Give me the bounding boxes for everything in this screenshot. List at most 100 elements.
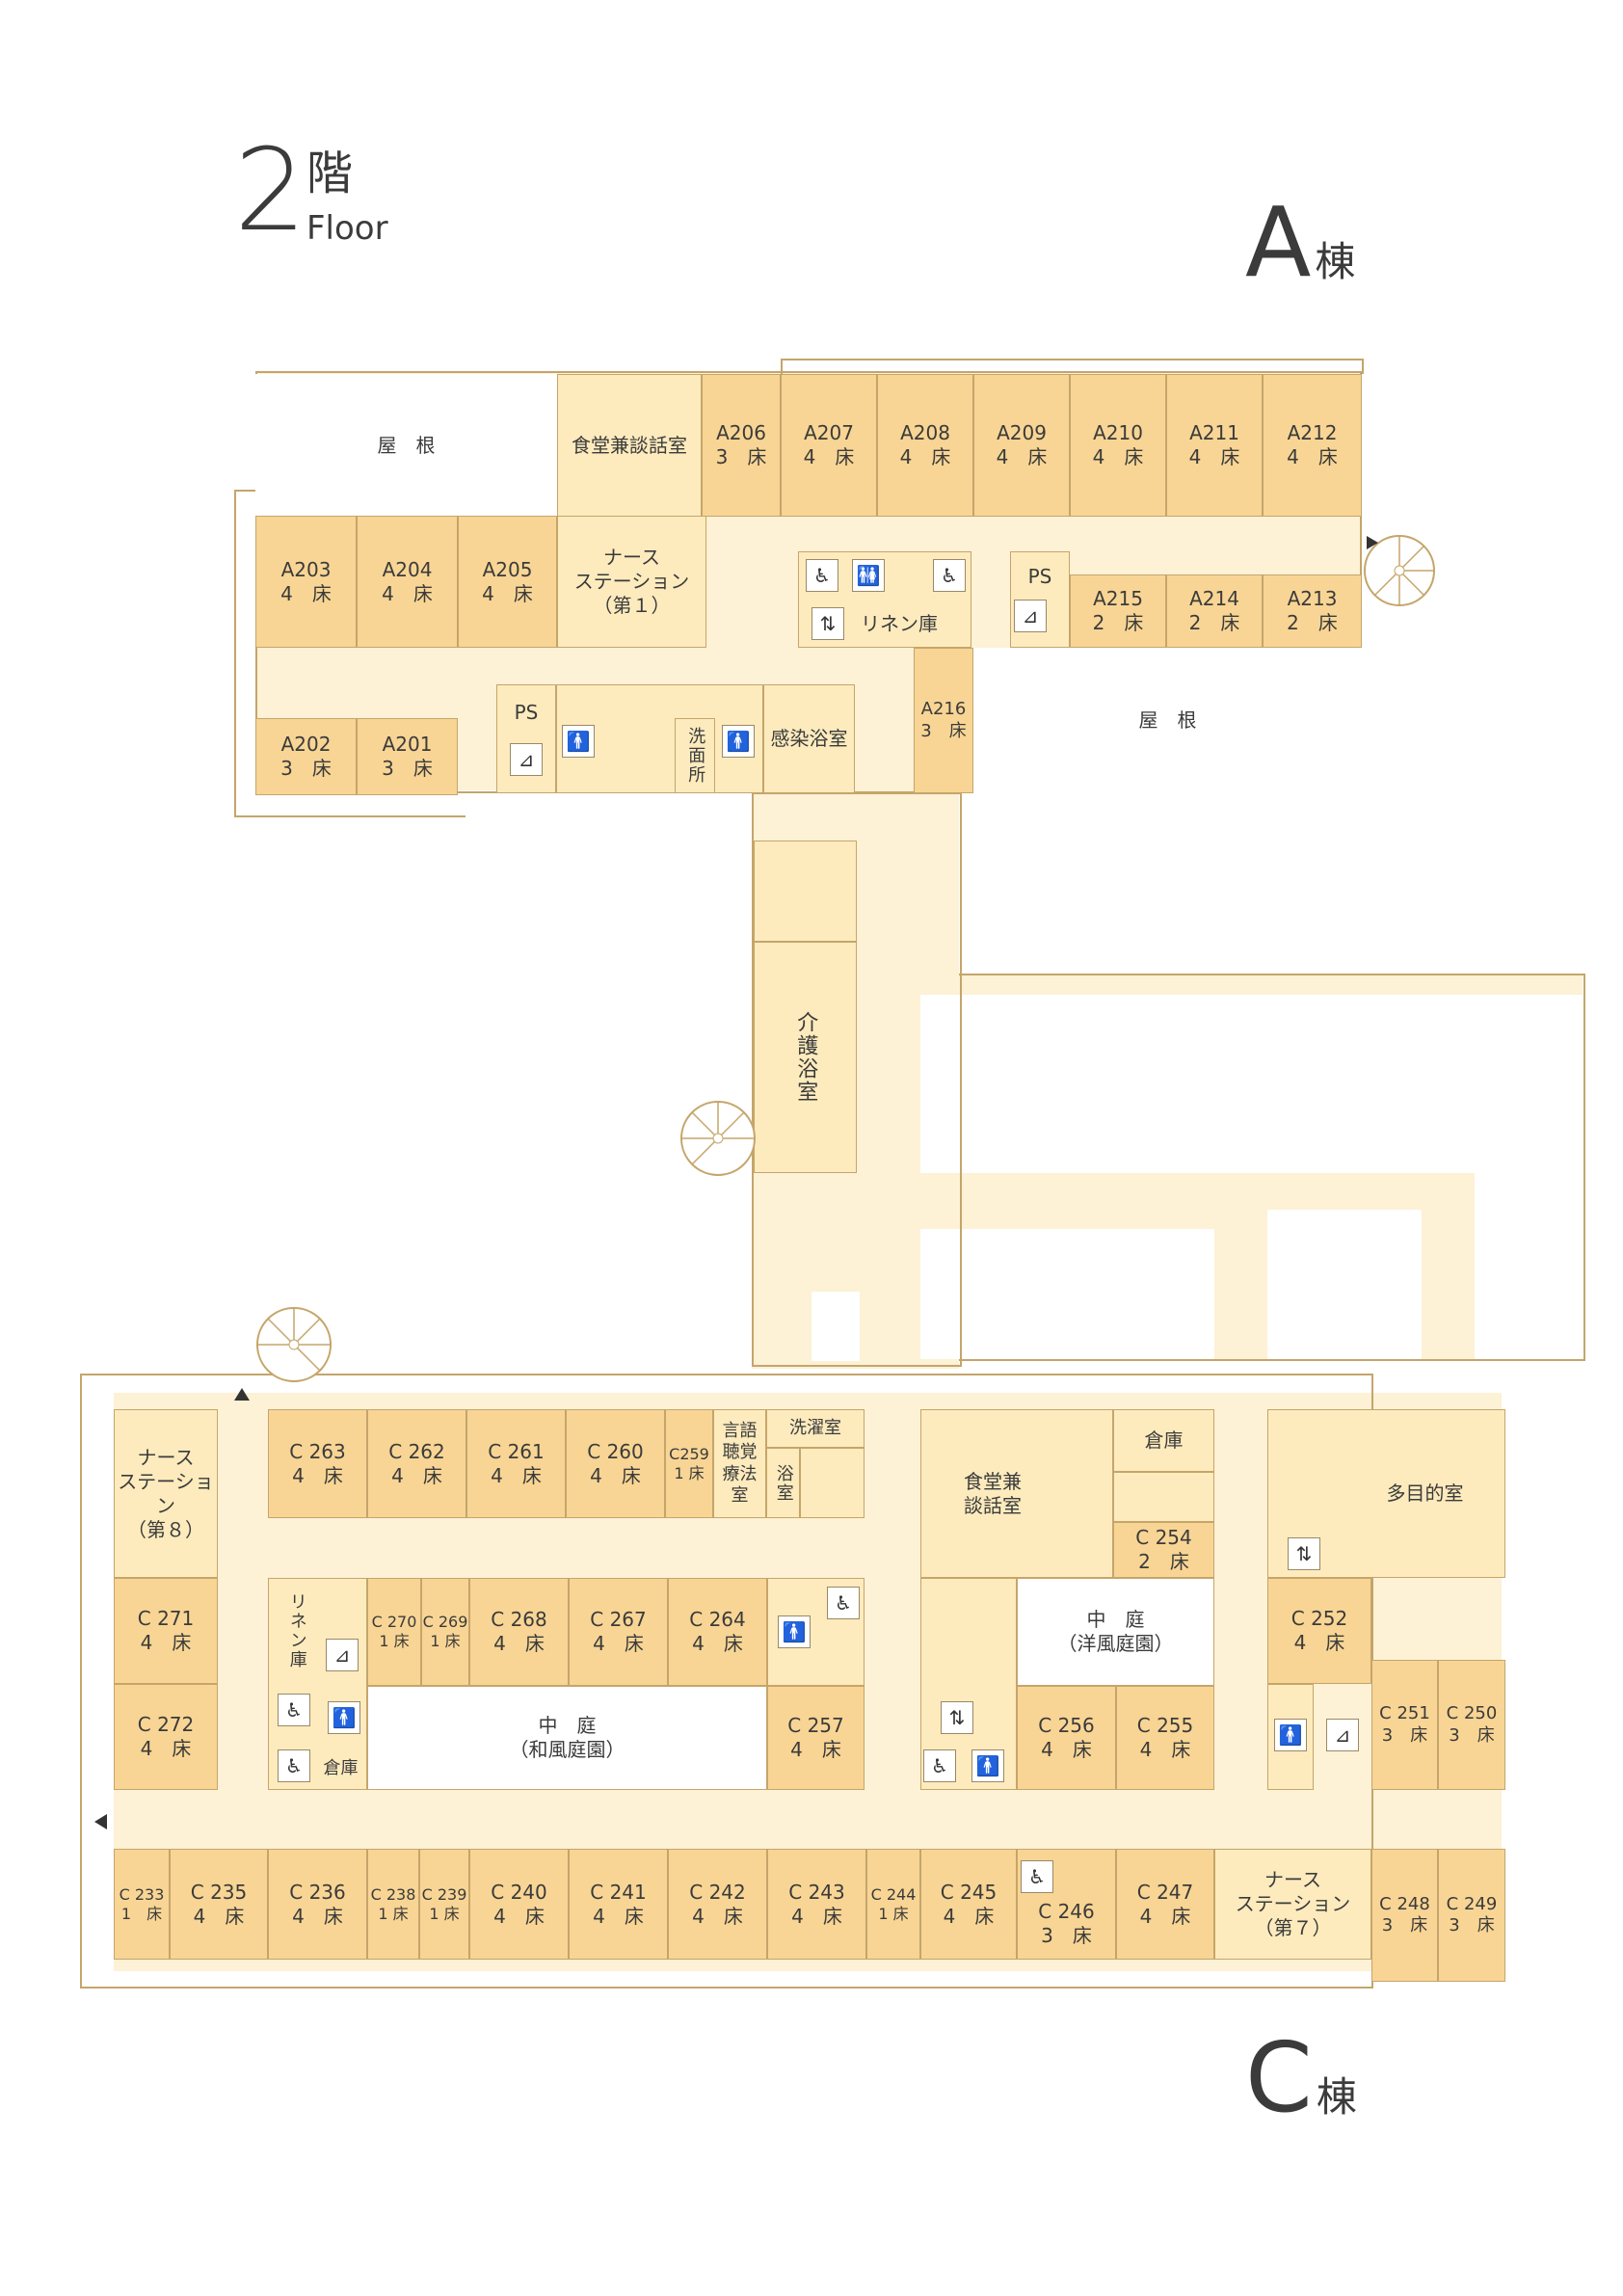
room-C272[interactable]: C 272 4 床 xyxy=(114,1684,218,1790)
wheelchair-toilet-icon: ♿ xyxy=(278,1749,310,1782)
floor-label: Floor xyxy=(306,209,388,248)
japanese-courtyard: 中 庭 （和風庭園） xyxy=(367,1686,767,1790)
room-C256[interactable]: C 256 4 床 xyxy=(1017,1686,1116,1790)
room-A202[interactable]: A202 3 床 xyxy=(255,718,357,795)
person-icon: 🚹 xyxy=(778,1615,811,1648)
room-C236[interactable]: C 236 4 床 xyxy=(268,1849,367,1960)
room-C245[interactable]: C 245 4 床 xyxy=(920,1849,1017,1960)
infection-bath[interactable]: 感染浴室 xyxy=(763,684,855,793)
care-bath[interactable]: 介護浴室 xyxy=(754,942,857,1173)
room-C248[interactable]: C 248 3 床 xyxy=(1371,1849,1438,1982)
storage-1[interactable]: 倉庫 xyxy=(1113,1409,1214,1472)
room-C257[interactable]: C 257 4 床 xyxy=(767,1686,865,1790)
room-C243[interactable]: C 243 4 床 xyxy=(767,1849,866,1960)
b-void-small xyxy=(812,1292,860,1361)
room-C271[interactable]: C 271 4 床 xyxy=(114,1578,218,1684)
room-C244[interactable]: C 244 1 床 xyxy=(866,1849,920,1960)
room-C233[interactable]: C 233 1 床 xyxy=(114,1849,170,1960)
elevator-icon: ⇅ xyxy=(941,1701,973,1734)
person-icon: 🚹 xyxy=(1274,1719,1307,1751)
room-A203[interactable]: A203 4 床 xyxy=(255,516,357,648)
room-A208[interactable]: A208 4 床 xyxy=(877,374,973,517)
stairs-icon: ⊿ xyxy=(1014,600,1047,632)
room-A205[interactable]: A205 4 床 xyxy=(458,516,557,648)
room-C247[interactable]: C 247 4 床 xyxy=(1116,1849,1214,1960)
roof-a1: 屋 根 xyxy=(255,374,557,517)
washroom[interactable]: 洗面所 xyxy=(675,718,715,793)
room-A204[interactable]: A204 4 床 xyxy=(357,516,458,648)
nurse-station-7[interactable]: ナース ステーション （第７） xyxy=(1214,1849,1371,1960)
room-C263[interactable]: C 263 4 床 xyxy=(268,1409,367,1518)
stairs-icon: ⊿ xyxy=(510,743,543,776)
room-A210[interactable]: A210 4 床 xyxy=(1070,374,1166,517)
room-C270[interactable]: C 270 1 床 xyxy=(367,1578,421,1686)
room-C259[interactable]: C259 1 床 xyxy=(665,1409,713,1518)
wheelchair-toilet-icon: ♿ xyxy=(923,1749,956,1782)
stairs-icon: ⊿ xyxy=(1326,1719,1359,1751)
room-C238[interactable]: C 238 1 床 xyxy=(367,1849,419,1960)
room-C239[interactable]: C 239 1 床 xyxy=(419,1849,469,1960)
room-C254[interactable]: C 254 2 床 xyxy=(1113,1522,1214,1578)
dining-room-a[interactable]: 食堂兼談話室 xyxy=(557,374,702,517)
spiral-staircase-icon xyxy=(1364,535,1435,606)
room-A206[interactable]: A206 3 床 xyxy=(702,374,781,517)
direction-arrow-icon xyxy=(1367,536,1378,549)
room-A216[interactable]: A216 3 床 xyxy=(914,648,973,793)
connector-room xyxy=(754,841,857,942)
bath-annex xyxy=(800,1448,865,1518)
room-C250[interactable]: C 250 3 床 xyxy=(1438,1660,1505,1790)
wheelchair-toilet-icon: ♿ xyxy=(1021,1860,1053,1893)
room-A212[interactable]: A212 4 床 xyxy=(1263,374,1362,517)
direction-arrow-icon xyxy=(234,1388,250,1401)
room-A215[interactable]: A215 2 床 xyxy=(1070,574,1166,648)
b-void-top xyxy=(920,995,1583,1173)
nurse-station-8[interactable]: ナース ステーション （第８） xyxy=(114,1409,218,1578)
floor-kai: 階 xyxy=(306,147,354,200)
wheelchair-toilet-icon: ♿ xyxy=(278,1694,310,1726)
room-A207[interactable]: A207 4 床 xyxy=(781,374,877,517)
person-icon: 🚹 xyxy=(971,1749,1004,1782)
b-void-left xyxy=(920,1229,1214,1359)
building-a-label: A棟 xyxy=(1245,186,1356,299)
dining-room-c[interactable]: 食堂兼 談話室 xyxy=(920,1409,1113,1578)
room-A213[interactable]: A213 2 床 xyxy=(1263,574,1362,648)
room-C235[interactable]: C 235 4 床 xyxy=(170,1849,268,1960)
room-C267[interactable]: C 267 4 床 xyxy=(569,1578,668,1686)
storage-2[interactable]: 倉庫 xyxy=(323,1757,359,1778)
speech-therapy-room[interactable]: 言語 聴覚 療法室 xyxy=(713,1409,766,1518)
person-icon: 🚹 xyxy=(562,725,595,758)
bathroom-c[interactable]: 浴室 xyxy=(766,1448,800,1518)
nurse-station-1[interactable]: ナース ステーション （第１） xyxy=(557,516,706,648)
room-C264[interactable]: C 264 4 床 xyxy=(668,1578,767,1686)
room-A211[interactable]: A211 4 床 xyxy=(1166,374,1263,517)
room-A214[interactable]: A214 2 床 xyxy=(1166,574,1263,648)
room-C241[interactable]: C 241 4 床 xyxy=(569,1849,668,1960)
direction-arrow-icon xyxy=(94,1814,107,1829)
room-C268[interactable]: C 268 4 床 xyxy=(469,1578,569,1686)
elevator-icon: ⇅ xyxy=(812,607,844,640)
room-C251[interactable]: C 251 3 床 xyxy=(1371,1660,1438,1790)
ps-a2[interactable]: PS xyxy=(496,684,556,793)
restroom-icon: 🚻 xyxy=(852,559,885,592)
room-C261[interactable]: C 261 4 床 xyxy=(466,1409,566,1518)
elevator-icon: ⇅ xyxy=(1288,1537,1320,1570)
laundry-room[interactable]: 洗濯室 xyxy=(766,1409,865,1448)
wheelchair-toilet-icon: ♿ xyxy=(827,1587,860,1619)
room-A209[interactable]: A209 4 床 xyxy=(973,374,1070,517)
room-C242[interactable]: C 242 4 床 xyxy=(668,1849,767,1960)
room-C252[interactable]: C 252 4 床 xyxy=(1267,1578,1371,1684)
western-courtyard: 中 庭 （洋風庭園） xyxy=(1017,1578,1214,1686)
building-b-wall xyxy=(959,974,1585,1361)
room-C240[interactable]: C 240 4 床 xyxy=(469,1849,569,1960)
person-icon: 🚹 xyxy=(722,725,755,758)
room-C269[interactable]: C 269 1 床 xyxy=(421,1578,469,1686)
room-C262[interactable]: C 262 4 床 xyxy=(367,1409,466,1518)
room-C260[interactable]: C 260 4 床 xyxy=(566,1409,665,1518)
a-wall-top xyxy=(781,359,1364,374)
spiral-staircase-icon xyxy=(256,1307,332,1382)
room-C249[interactable]: C 249 3 床 xyxy=(1438,1849,1505,1982)
linen-room-c[interactable]: リネン庫 xyxy=(286,1592,307,1669)
room-C255[interactable]: C 255 4 床 xyxy=(1116,1686,1214,1790)
wheelchair-toilet-icon: ♿ xyxy=(933,559,966,592)
room-A201[interactable]: A201 3 床 xyxy=(357,718,458,795)
